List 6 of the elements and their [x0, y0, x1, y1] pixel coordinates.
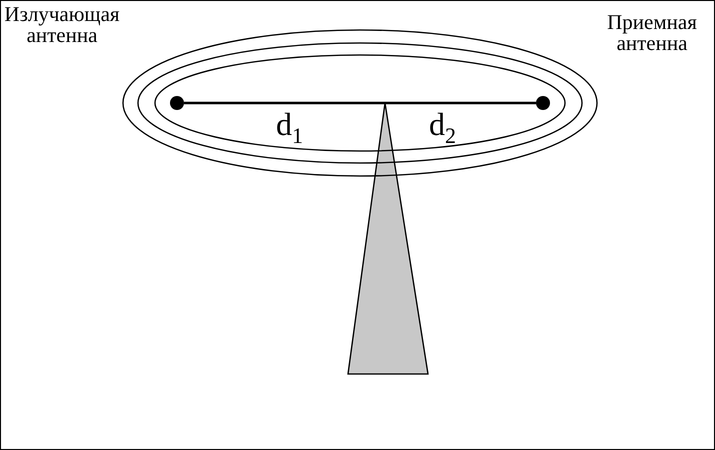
- antenna-point: [536, 96, 550, 110]
- antenna-label: Излучающая антенна: [3, 4, 121, 46]
- distance-label: d$_{1}$: [276, 108, 303, 150]
- distance-label: d$_{2}$: [429, 108, 456, 150]
- antenna-point: [170, 96, 184, 110]
- antenna-label: Приемная антенна: [606, 12, 698, 54]
